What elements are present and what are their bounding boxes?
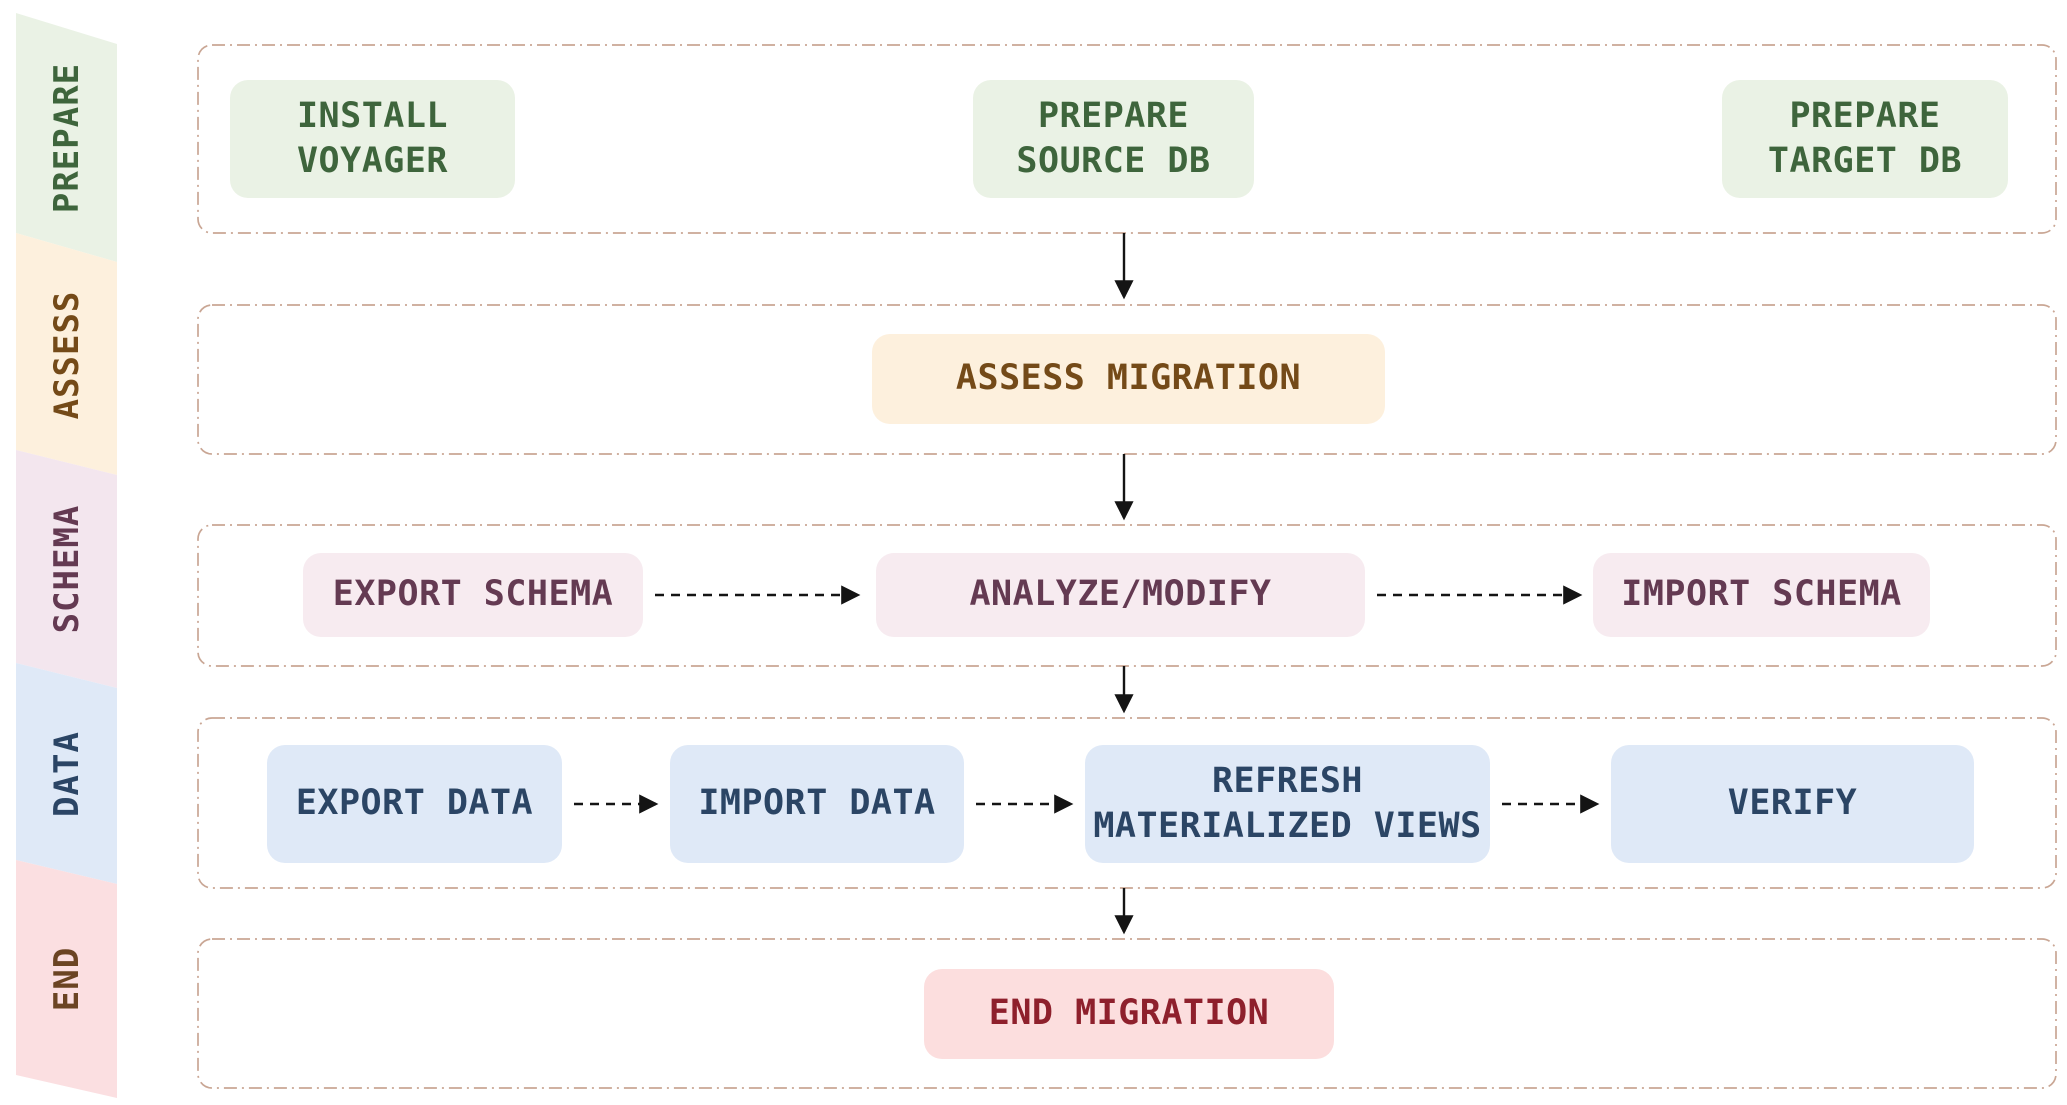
node-refresh-materialized-views: REFRESH MATERIALIZED VIEWS [1085,745,1490,863]
node-import-schema: IMPORT SCHEMA [1593,553,1930,637]
lane-end [197,938,2057,1089]
lane-assess [197,304,2057,455]
lane-schema [197,524,2057,667]
ribbon-segment-end [16,860,117,1098]
horizontal-flow-arrows [574,585,1600,814]
node-prepare-target-db: PREPARE TARGET DB [1722,80,2008,198]
stage-label-data: DATA [47,731,87,817]
node-assess-migration: ASSESS MIGRATION [872,334,1385,424]
node-export-schema: EXPORT SCHEMA [303,553,643,637]
ribbon-segment-prepare [16,13,117,262]
lane-prepare [197,44,2057,234]
stage-lanes [197,44,2057,1089]
ribbon-segment-assess [16,233,117,475]
ribbon-segment-schema [16,450,117,688]
stage-label-schema: SCHEMA [47,505,87,634]
node-end-migration: END MIGRATION [924,969,1334,1059]
node-verify: VERIFY [1611,745,1974,863]
node-prepare-source-db: PREPARE SOURCE DB [973,80,1254,198]
ribbon-segment-data [16,663,117,884]
node-import-data: IMPORT DATA [670,745,964,863]
node-analyze-modify: ANALYZE/MODIFY [876,553,1365,637]
stage-label-assess: ASSESS [47,291,87,420]
stage-ribbon: PREPARE ASSESS SCHEMA DATA END [16,13,117,1098]
node-install-voyager: INSTALL VOYAGER [230,80,515,198]
stage-label-prepare: PREPARE [47,63,87,213]
stage-label-end: END [47,947,87,1011]
lane-data [197,717,2057,889]
node-export-data: EXPORT DATA [267,745,562,863]
